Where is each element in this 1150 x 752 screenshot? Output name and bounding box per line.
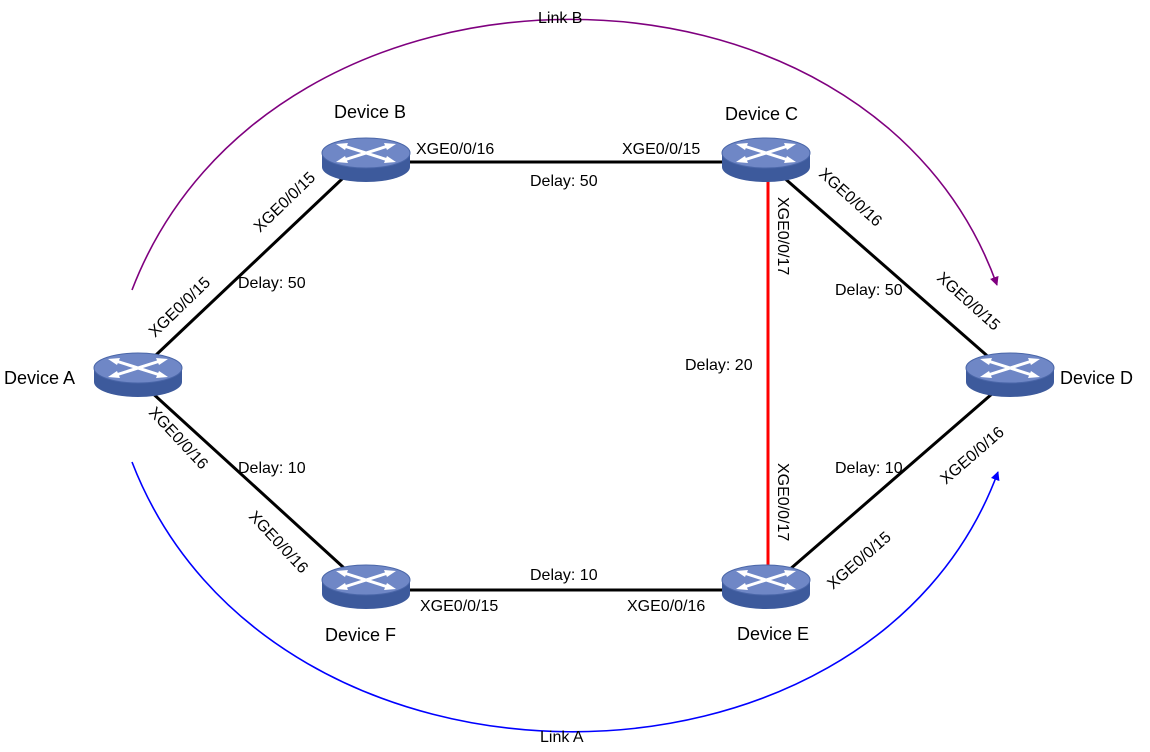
delay-label-ab: Delay: 50 (238, 275, 306, 292)
port-label-c-cd: XGE0/0/16 (815, 165, 885, 230)
port-label-e-fe: XGE0/0/16 (627, 598, 705, 615)
link-e-d (765, 378, 1009, 592)
delay-label-ed: Delay: 10 (835, 460, 903, 477)
device-c-router-icon[interactable] (720, 136, 812, 184)
link-c-d (765, 160, 1009, 376)
port-label-f-af: XGE0/0/16 (245, 508, 311, 577)
port-label-c-ce: XGE0/0/17 (774, 197, 791, 275)
delay-label-fe: Delay: 10 (530, 567, 598, 584)
port-label-f-fe: XGE0/0/15 (420, 598, 498, 615)
link-a-b (136, 160, 362, 374)
port-label-d-cd: XGE0/0/15 (933, 269, 1003, 334)
port-label-e-ed: XGE0/0/15 (824, 529, 894, 593)
device-c-label: Device C (725, 104, 798, 124)
device-f-label: Device F (325, 625, 396, 645)
port-label-e-ce: XGE0/0/17 (774, 463, 791, 541)
port-label-b-bc: XGE0/0/16 (416, 141, 494, 158)
delay-label-af: Delay: 10 (238, 460, 306, 477)
link-b-label: Link B (538, 10, 582, 27)
link-b-arc (131, 18, 999, 291)
delay-label-bc: Delay: 50 (530, 173, 598, 190)
device-a-label: Device A (4, 368, 75, 388)
device-b-router-icon[interactable] (320, 136, 412, 184)
port-label-c-bc: XGE0/0/15 (622, 141, 700, 158)
link-a-f (136, 378, 368, 590)
port-label-b-ab: XGE0/0/15 (251, 169, 319, 236)
link-a-arc (131, 461, 1000, 733)
device-d-label: Device D (1060, 368, 1133, 388)
link-a-label: Link A (540, 729, 584, 746)
delay-label-cd: Delay: 50 (835, 282, 903, 299)
device-e-router-icon[interactable] (720, 563, 812, 611)
device-b-label: Device B (334, 102, 406, 122)
device-f-router-icon[interactable] (320, 563, 412, 611)
device-a-router-icon[interactable] (92, 351, 184, 399)
delay-label-ce: Delay: 20 (685, 357, 753, 374)
device-d-router-icon[interactable] (964, 351, 1056, 399)
device-e-label: Device E (737, 624, 809, 644)
